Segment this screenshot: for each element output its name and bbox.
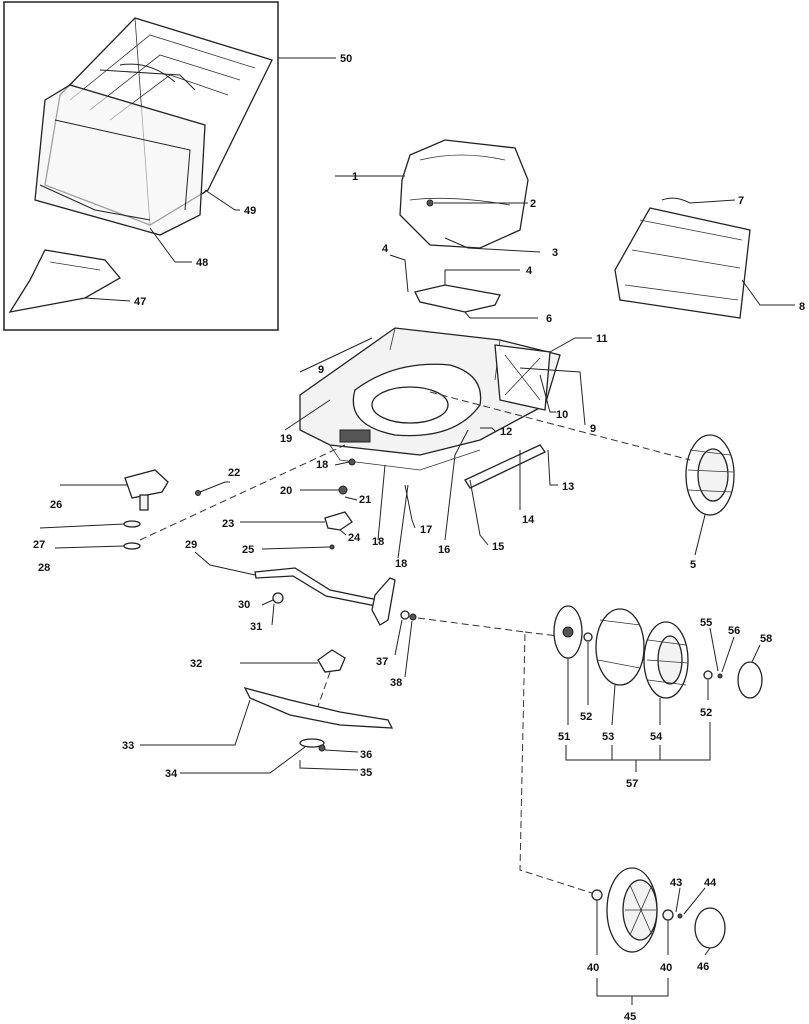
engine-plate: 4 4 6 — [382, 243, 552, 325]
callout-52a: 52 — [580, 711, 592, 723]
callout-32: 32 — [190, 658, 202, 670]
callout-40b: 40 — [660, 962, 672, 974]
callout-16: 16 — [438, 544, 450, 556]
callout-49: 49 — [244, 205, 256, 217]
callout-5: 5 — [690, 559, 696, 571]
engine: 1 2 3 — [335, 139, 558, 259]
callout-54: 54 — [650, 731, 663, 743]
callout-33: 33 — [122, 740, 134, 752]
callout-28: 28 — [38, 562, 50, 574]
callout-50: 50 — [340, 53, 352, 65]
cutting-blade — [243, 687, 394, 729]
callout-45: 45 — [624, 1011, 636, 1023]
callout-22: 22 — [228, 467, 240, 479]
height-adjust-parts: 12 13 14 15 16 17 — [404, 426, 574, 556]
bag-frame — [34, 84, 206, 236]
callout-57: 57 — [626, 778, 638, 790]
callout-3: 3 — [552, 247, 558, 259]
callout-31: 31 — [250, 621, 262, 633]
callout-35: 35 — [360, 767, 372, 779]
callout-8: 8 — [799, 301, 805, 313]
callout-9b: 9 — [590, 423, 596, 435]
callout-9a: 9 — [318, 364, 324, 376]
callout-48: 48 — [196, 257, 208, 269]
callout-20: 20 — [280, 485, 292, 497]
callout-18c: 18 — [395, 558, 407, 570]
deflector-flap — [8, 249, 121, 313]
blade-assembly: 32 33 34 36 35 — [122, 649, 394, 780]
callout-4a: 4 — [382, 243, 389, 255]
callout-19: 19 — [280, 433, 292, 445]
callout-17: 17 — [420, 524, 432, 536]
callout-18a: 18 — [316, 459, 328, 471]
callout-38: 38 — [390, 677, 402, 689]
callout-29: 29 — [185, 539, 197, 551]
callout-7: 7 — [738, 195, 744, 207]
callout-53: 53 — [602, 731, 614, 743]
callout-27: 27 — [33, 539, 45, 551]
callout-40a: 40 — [587, 962, 599, 974]
callout-21: 21 — [359, 494, 371, 506]
callout-24: 24 — [348, 532, 361, 544]
callout-11: 11 — [596, 333, 608, 345]
callout-36: 36 — [360, 749, 372, 761]
callout-55: 55 — [700, 617, 712, 629]
callout-6: 6 — [546, 313, 552, 325]
callout-46: 46 — [697, 961, 709, 973]
callout-26: 26 — [50, 499, 62, 511]
callout-23: 23 — [222, 518, 234, 530]
callout-43: 43 — [670, 877, 682, 889]
callout-10: 10 — [556, 409, 568, 421]
callout-51: 51 — [558, 731, 570, 743]
callout-18b: 18 — [372, 536, 384, 548]
callout-47: 47 — [134, 296, 146, 308]
callout-30: 30 — [238, 599, 250, 611]
mower-deck: 9 19 11 10 9 — [280, 327, 608, 471]
axle-assembly: 29 30 31 37 38 — [185, 539, 599, 896]
callout-25: 25 — [242, 544, 254, 556]
callout-15: 15 — [492, 541, 504, 553]
callout-14: 14 — [522, 514, 535, 526]
front-wheel-assembly: 51 52 53 54 52 55 56 58 57 — [553, 605, 772, 790]
grass-catcher-inset: 50 49 48 47 — [3, 1, 352, 331]
callout-56: 56 — [728, 625, 740, 637]
callout-2: 2 — [530, 198, 536, 210]
callout-44: 44 — [704, 877, 717, 889]
rear-flap: 7 8 — [614, 195, 805, 319]
adjuster-parts: 26 22 27 28 18 20 21 23 24 25 18 18 — [33, 444, 409, 574]
callout-34: 34 — [165, 768, 178, 780]
callout-1: 1 — [352, 171, 358, 183]
callout-37: 37 — [376, 656, 388, 668]
callout-13: 13 — [562, 481, 574, 493]
rear-wheel: 5 — [429, 391, 735, 571]
lower-wheel-assembly: 40 40 43 44 46 45 — [587, 867, 726, 1023]
callout-12: 12 — [500, 426, 512, 438]
callout-4b: 4 — [526, 265, 533, 277]
callout-58: 58 — [760, 633, 772, 645]
callout-52b: 52 — [700, 707, 712, 719]
